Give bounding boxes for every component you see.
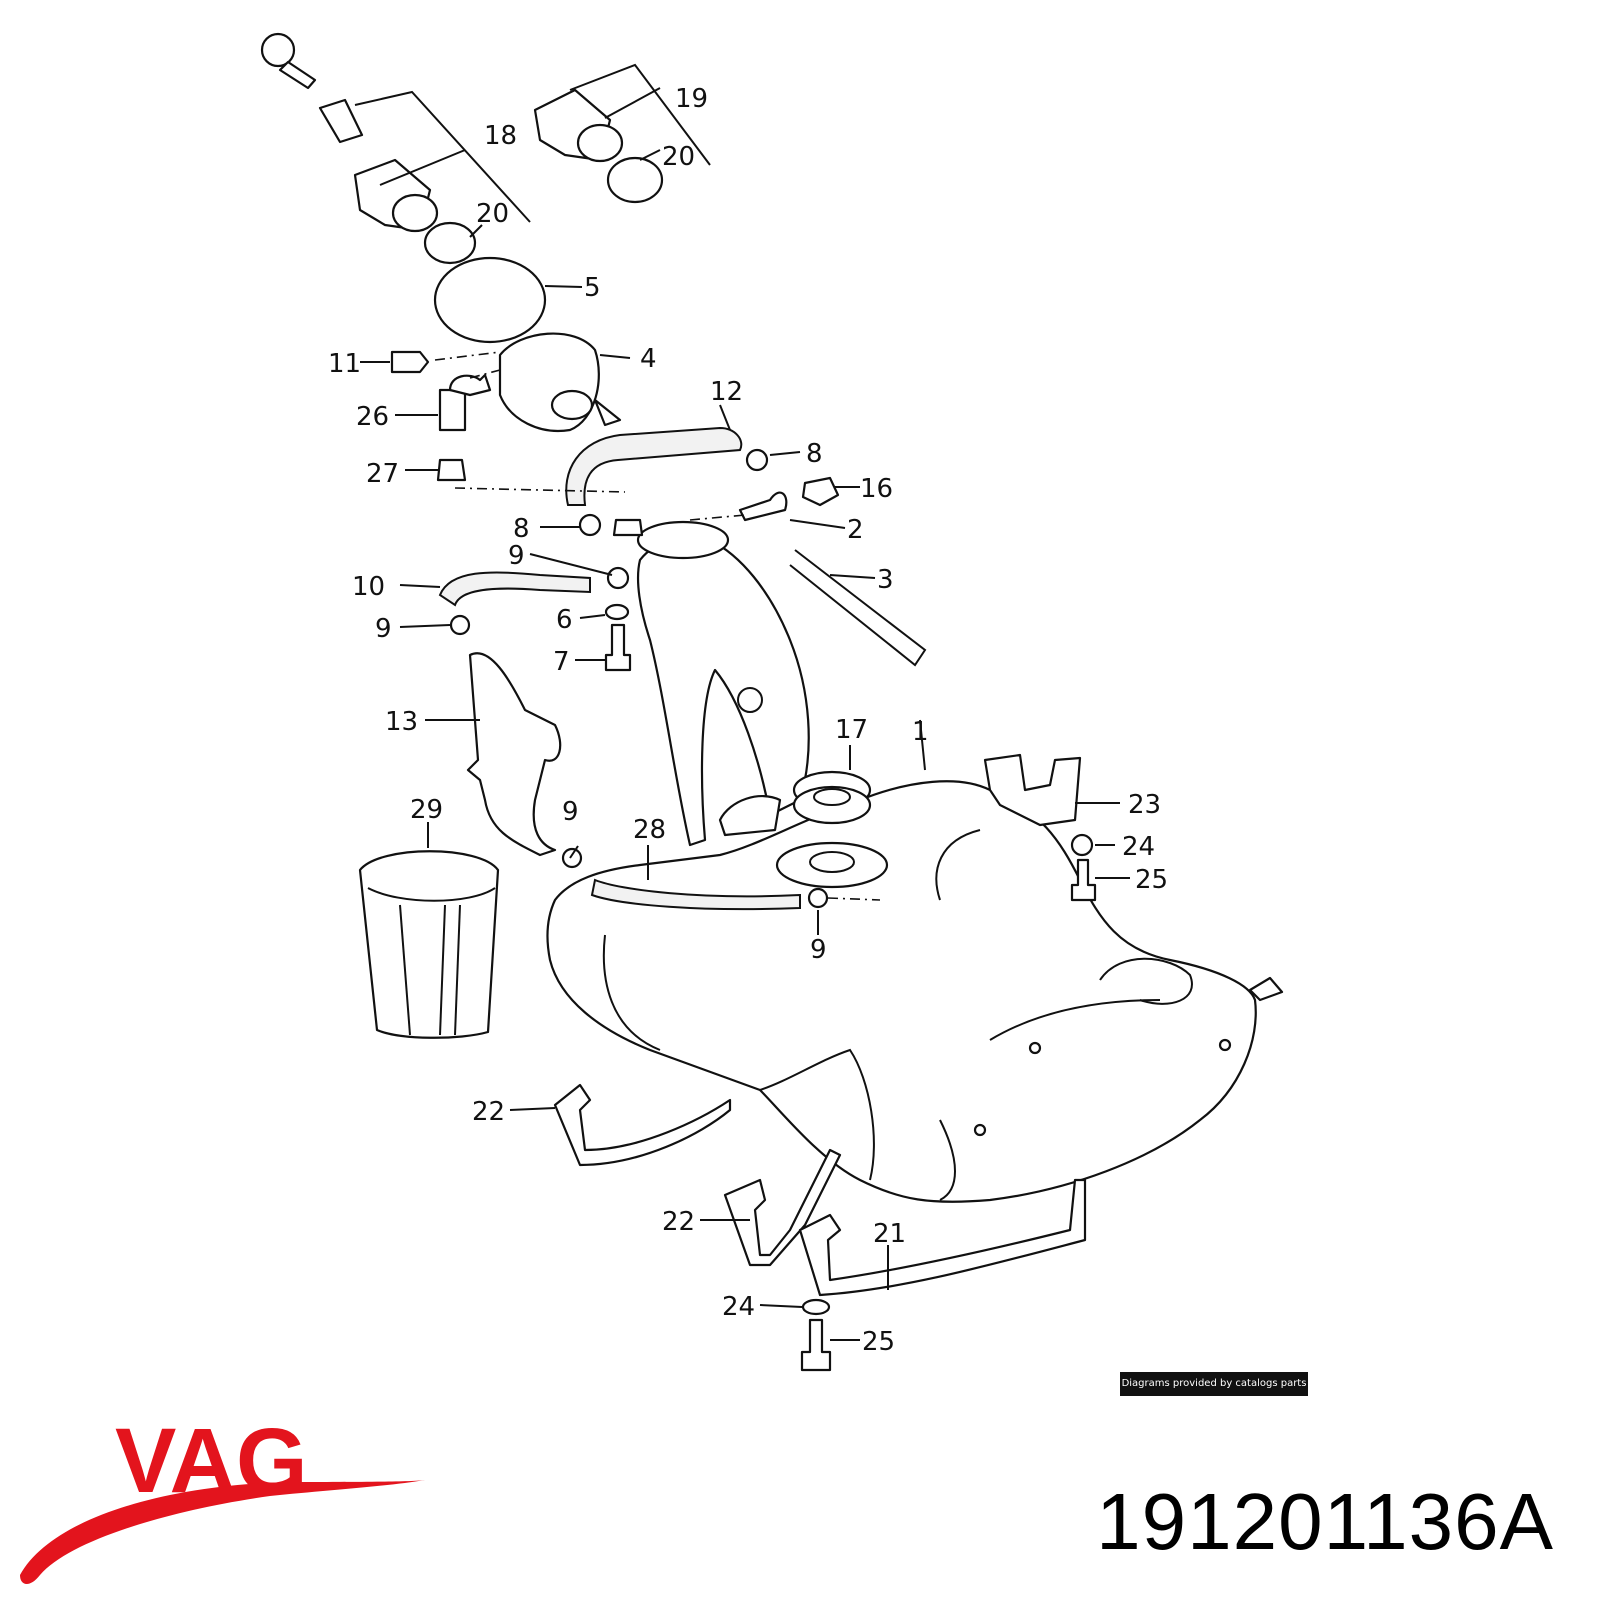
callout-3: 3 (877, 565, 894, 595)
callout-9: 9 (375, 614, 392, 644)
callout-4: 4 (640, 344, 657, 374)
clip-8 (578, 513, 602, 537)
leader-dash (454, 487, 626, 493)
grommet (612, 518, 644, 537)
filler-neck (636, 520, 810, 847)
bolt-25 (800, 1318, 832, 1372)
strap-21 (798, 1178, 1087, 1297)
leader-dash (827, 897, 881, 901)
part-number: 191201136A (1096, 1477, 1554, 1566)
callout-9: 9 (508, 541, 525, 571)
callout-13: 13 (385, 707, 418, 737)
callout-25: 25 (862, 1327, 895, 1357)
washer-24 (801, 1298, 831, 1316)
seal-ring (606, 156, 664, 204)
callout-6: 6 (556, 605, 573, 635)
callout-10: 10 (352, 572, 385, 602)
hose-12 (565, 426, 743, 506)
callout-16: 16 (860, 474, 893, 504)
plug-11 (390, 350, 430, 374)
callout-21: 21 (873, 1219, 906, 1249)
washer-6 (604, 603, 630, 621)
callout-12: 12 (710, 377, 743, 407)
callout-5: 5 (584, 273, 601, 303)
elbow-fitting-26 (448, 373, 492, 397)
leader-dash (469, 369, 501, 379)
callout-8: 8 (806, 439, 823, 469)
callout-20: 20 (662, 142, 695, 172)
callout-26: 26 (356, 402, 389, 432)
callout-29: 29 (410, 795, 443, 825)
valve-26 (438, 388, 467, 432)
callout-27: 27 (366, 459, 399, 489)
callout-2: 2 (847, 515, 864, 545)
callout-labels: 1 2 3 4 5 6 7 8 8 9 9 9 9 10 11 12 13 16… (328, 84, 1168, 1357)
callout-20: 20 (476, 199, 509, 229)
strap-22 (723, 1148, 842, 1267)
filler-housing (498, 332, 622, 433)
cap-27 (436, 458, 467, 482)
callout-19: 19 (675, 84, 708, 114)
hose-28 (590, 878, 801, 911)
fuel-cap-locking (353, 158, 439, 233)
callout-22: 22 (472, 1097, 505, 1127)
callout-9: 9 (562, 797, 579, 827)
ring-clip (433, 256, 547, 344)
clamp-9 (449, 614, 471, 636)
callout-24: 24 (1122, 832, 1155, 862)
callout-28: 28 (633, 815, 666, 845)
locking-ring (775, 770, 889, 889)
clamp-9 (606, 566, 630, 590)
heat-shield (466, 652, 562, 857)
diagram-credit: Diagrams provided by catalogs parts (1120, 1372, 1308, 1396)
logo-swoosh (20, 1480, 425, 1585)
callout-9: 9 (810, 935, 827, 965)
callout-18: 18 (484, 121, 517, 151)
callout-24: 24 (722, 1292, 755, 1322)
clamp-9 (561, 847, 583, 869)
leader-dash (434, 351, 501, 361)
bolt-25 (1070, 858, 1097, 902)
key-icon (260, 32, 317, 90)
callout-1: 1 (912, 717, 929, 747)
strap-22 (553, 1083, 732, 1167)
leader-lines (354, 63, 1130, 1341)
mounting-bracket (983, 753, 1082, 827)
nut-16 (801, 476, 840, 507)
callout-8: 8 (513, 514, 530, 544)
bolt-7 (604, 623, 632, 672)
fitting-2 (738, 491, 788, 522)
fuel-cap (533, 88, 624, 163)
seal-ring (423, 221, 477, 265)
vag-logo: VAG (20, 1410, 425, 1585)
callout-22: 22 (662, 1207, 695, 1237)
washer-24 (1070, 833, 1094, 857)
callout-7: 7 (553, 647, 570, 677)
callout-23: 23 (1128, 790, 1161, 820)
clamp-9 (807, 887, 829, 909)
vent-line-3 (789, 549, 927, 667)
callout-11: 11 (328, 349, 361, 379)
callout-25: 25 (1135, 865, 1168, 895)
leader-dash (689, 514, 746, 521)
hose-10 (438, 571, 591, 607)
sleeve (358, 850, 500, 1039)
callout-17: 17 (835, 715, 868, 745)
lock-cylinder (318, 98, 364, 144)
clip-8 (745, 448, 769, 472)
